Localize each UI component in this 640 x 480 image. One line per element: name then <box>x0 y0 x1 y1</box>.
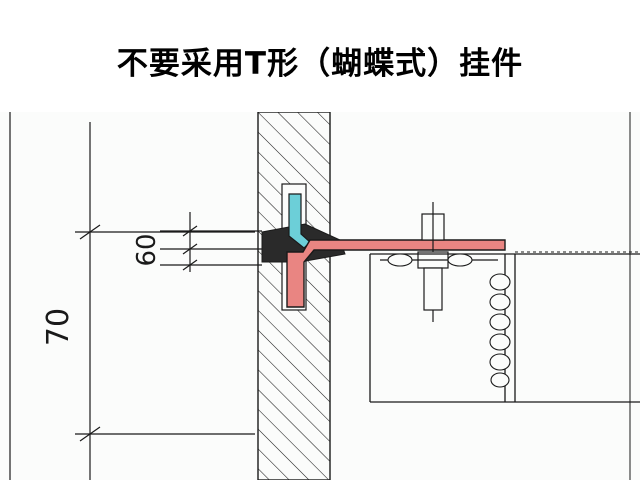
dimension-lines <box>9 112 262 480</box>
dimension-60-label: 60 <box>132 233 162 266</box>
weld-bead <box>387 253 511 388</box>
connector-detail-drawing: 70 60 <box>0 112 640 480</box>
slide-title: 不要采用T形（蝴蝶式）挂件 <box>116 46 524 82</box>
bolt <box>417 202 449 322</box>
butterfly-connector <box>286 239 506 308</box>
dimension-70-label: 70 <box>41 308 76 346</box>
steel-angle <box>369 253 640 403</box>
